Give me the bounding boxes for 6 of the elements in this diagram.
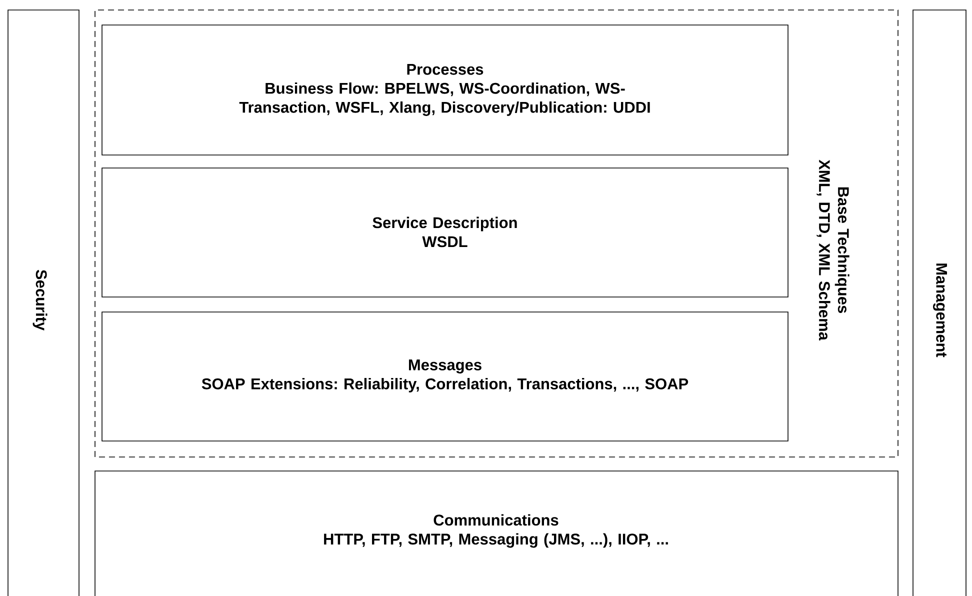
- layer-box: Security: [8, 10, 80, 596]
- layer-box: Service Description WSDL: [102, 168, 788, 298]
- layer-box: Communications HTTP, FTP, SMTP, Messaging (JMS, ...), IIOP, ...: [94, 470, 898, 596]
- layer-box: Processes Business Flow: BPELWS, WS-Coordination, WS-Transaction, WSFL, Xlang, Discovery/Publication: UDDI: [102, 24, 788, 156]
- layer-box: Management: [912, 10, 966, 596]
- layer-box: Messages SOAP Extensions: Reliability, Correlation, Transactions, ..., SOAP: [102, 312, 788, 442]
